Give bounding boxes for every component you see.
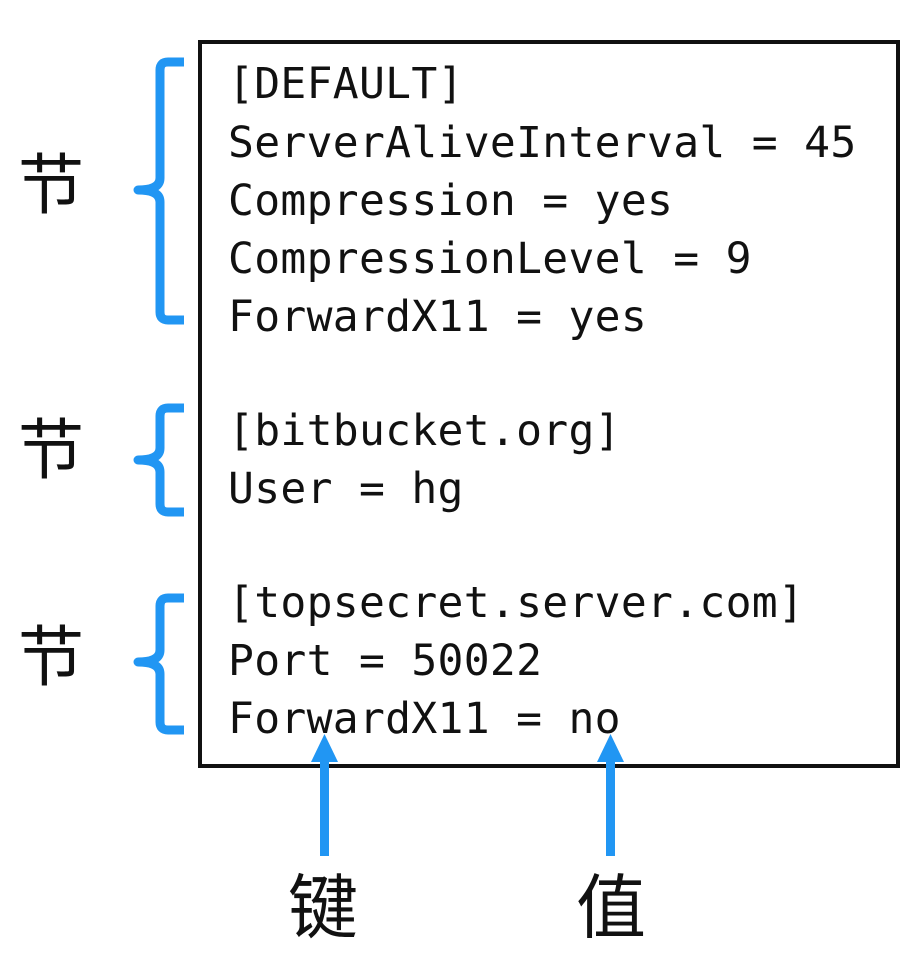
code-line-port: Port = 50022 [228,636,543,686]
code-line-server-alive-interval: ServerAliveInterval = 45 [228,118,857,168]
code-line-section-default: [DEFAULT] [228,59,464,109]
code-line-compression-level: CompressionLevel = 9 [228,234,752,284]
config-file-box [198,40,900,768]
section-label-1: 节 [18,147,84,224]
code-line-forwardx11-yes: ForwardX11 = yes [228,292,648,342]
value-label: 值 [576,867,646,949]
code-line-section-topsecret: [topsecret.server.com] [228,578,805,628]
value-arrow-shaft [606,756,615,856]
section-label-3: 节 [18,619,84,696]
section-label-2: 节 [18,412,84,489]
code-line-forwardx11-no: ForwardX11 = no [228,694,621,744]
brace-section-2 [133,403,184,517]
brace-section-1 [133,57,184,325]
code-line-user: User = hg [228,464,464,514]
key-arrow-shaft [320,756,329,856]
key-label: 键 [288,867,358,949]
brace-section-3 [133,593,184,735]
code-line-compression: Compression = yes [228,176,674,226]
code-line-section-bitbucket: [bitbucket.org] [228,406,621,456]
